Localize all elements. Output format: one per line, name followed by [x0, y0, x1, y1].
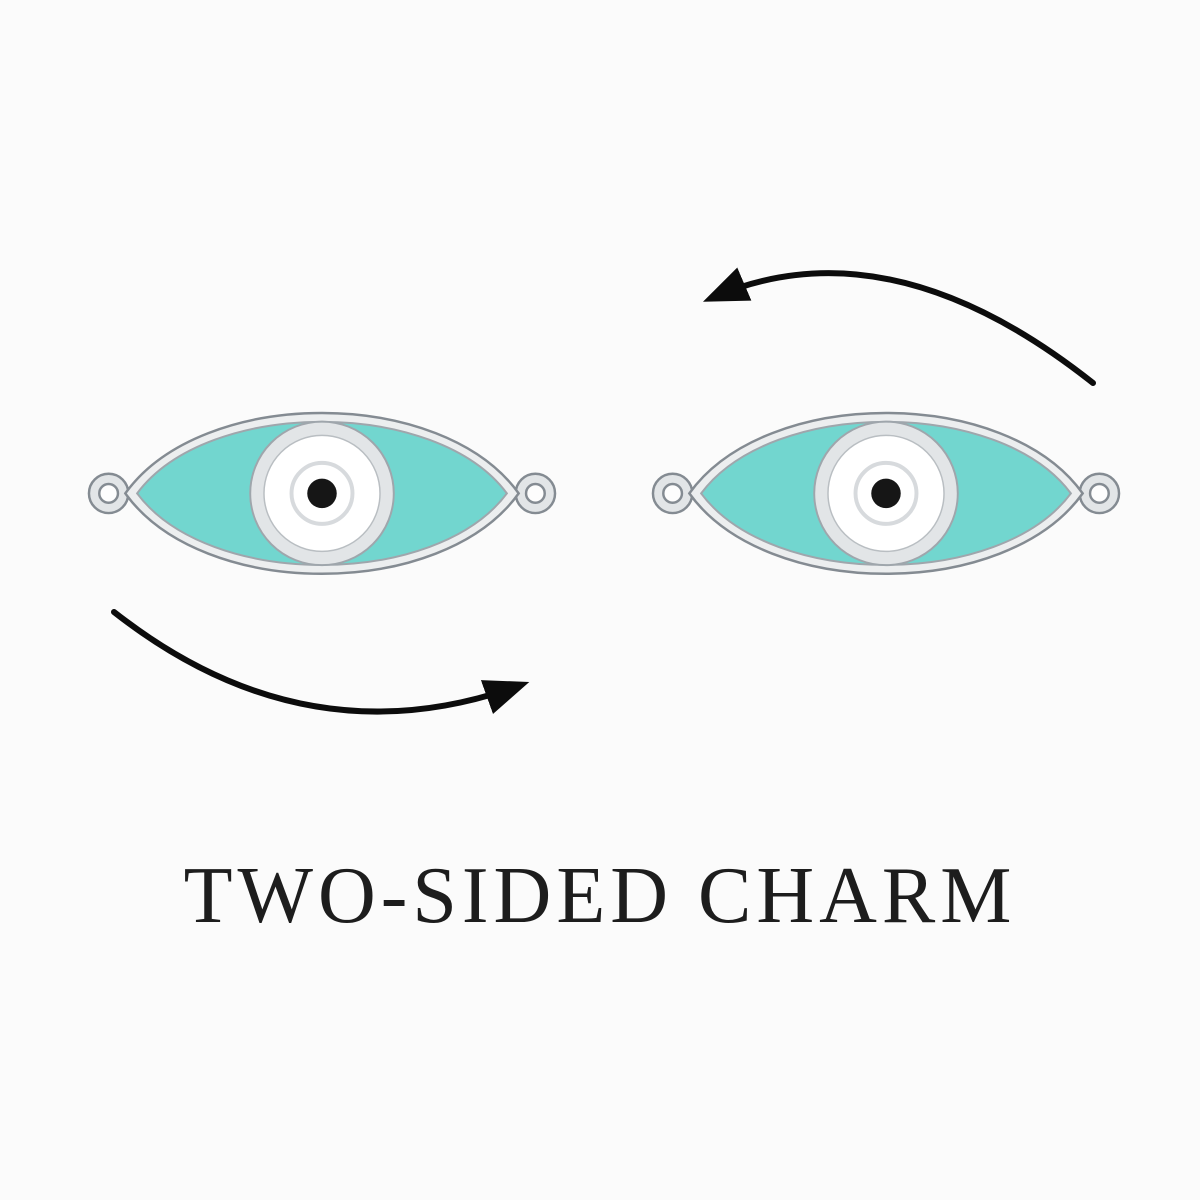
charm-front-side: [86, 411, 558, 576]
rotate-arrow-bottom-icon: [111, 609, 530, 715]
charm-back-side: [650, 411, 1122, 576]
caption-two-sided-charm: TWO-SIDED CHARM: [183, 852, 1017, 940]
rotate-arrow-top-icon: [702, 267, 1096, 386]
